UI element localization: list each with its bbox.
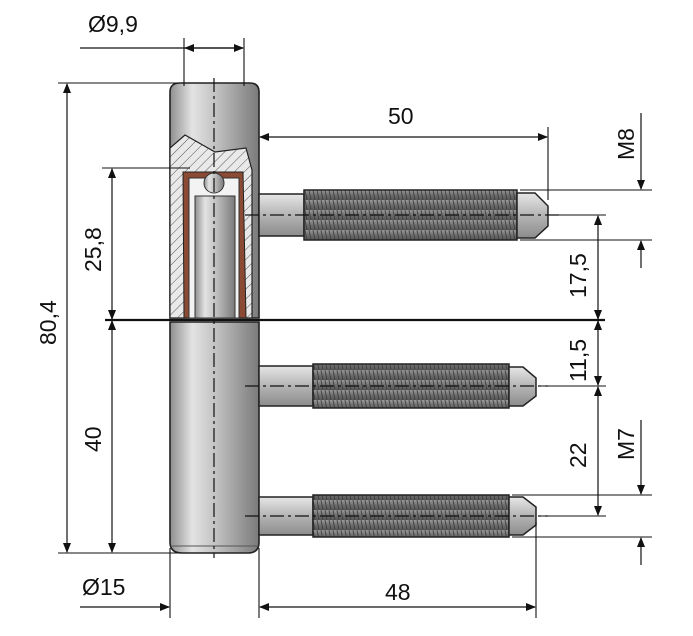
dim-screw-spacing: 22: [540, 386, 606, 517]
center-lines: [213, 78, 560, 558]
dim-thread-top: M8: [520, 113, 652, 268]
dim-thread-bottom: M7: [512, 420, 652, 565]
dim-upper-height: 25,8: [80, 167, 190, 320]
dim-total-height: 80,4: [35, 82, 178, 554]
label-pin-diameter: Ø9,9: [88, 11, 138, 37]
label-screw-length-top: 50: [388, 103, 414, 129]
cutaway-section: [169, 134, 253, 319]
label-gap-split: 11,5: [565, 339, 591, 382]
label-screw-length-bottom: 48: [385, 579, 411, 605]
dim-screw-length-bottom: 48: [259, 522, 537, 618]
screw-bottom: [258, 494, 537, 538]
dim-screw-length-top: 50: [259, 103, 549, 200]
dim-gap-top: 17,5: [552, 214, 606, 320]
label-screw-spacing: 22: [565, 442, 591, 468]
label-thread-bottom: M7: [613, 428, 639, 460]
dim-gap-split: 11,5: [540, 320, 606, 387]
label-gap-top: 17,5: [565, 253, 591, 298]
label-thread-top: M8: [613, 128, 639, 160]
dim-lower-height: 40: [80, 320, 116, 553]
dim-pin-diameter: Ø9,9: [80, 11, 245, 86]
label-lower-height: 40: [80, 426, 106, 452]
label-total-height: 80,4: [35, 300, 61, 345]
dim-body-diameter: Ø15: [80, 548, 260, 618]
label-upper-height: 25,8: [80, 227, 106, 272]
label-body-diameter: Ø15: [82, 574, 125, 600]
